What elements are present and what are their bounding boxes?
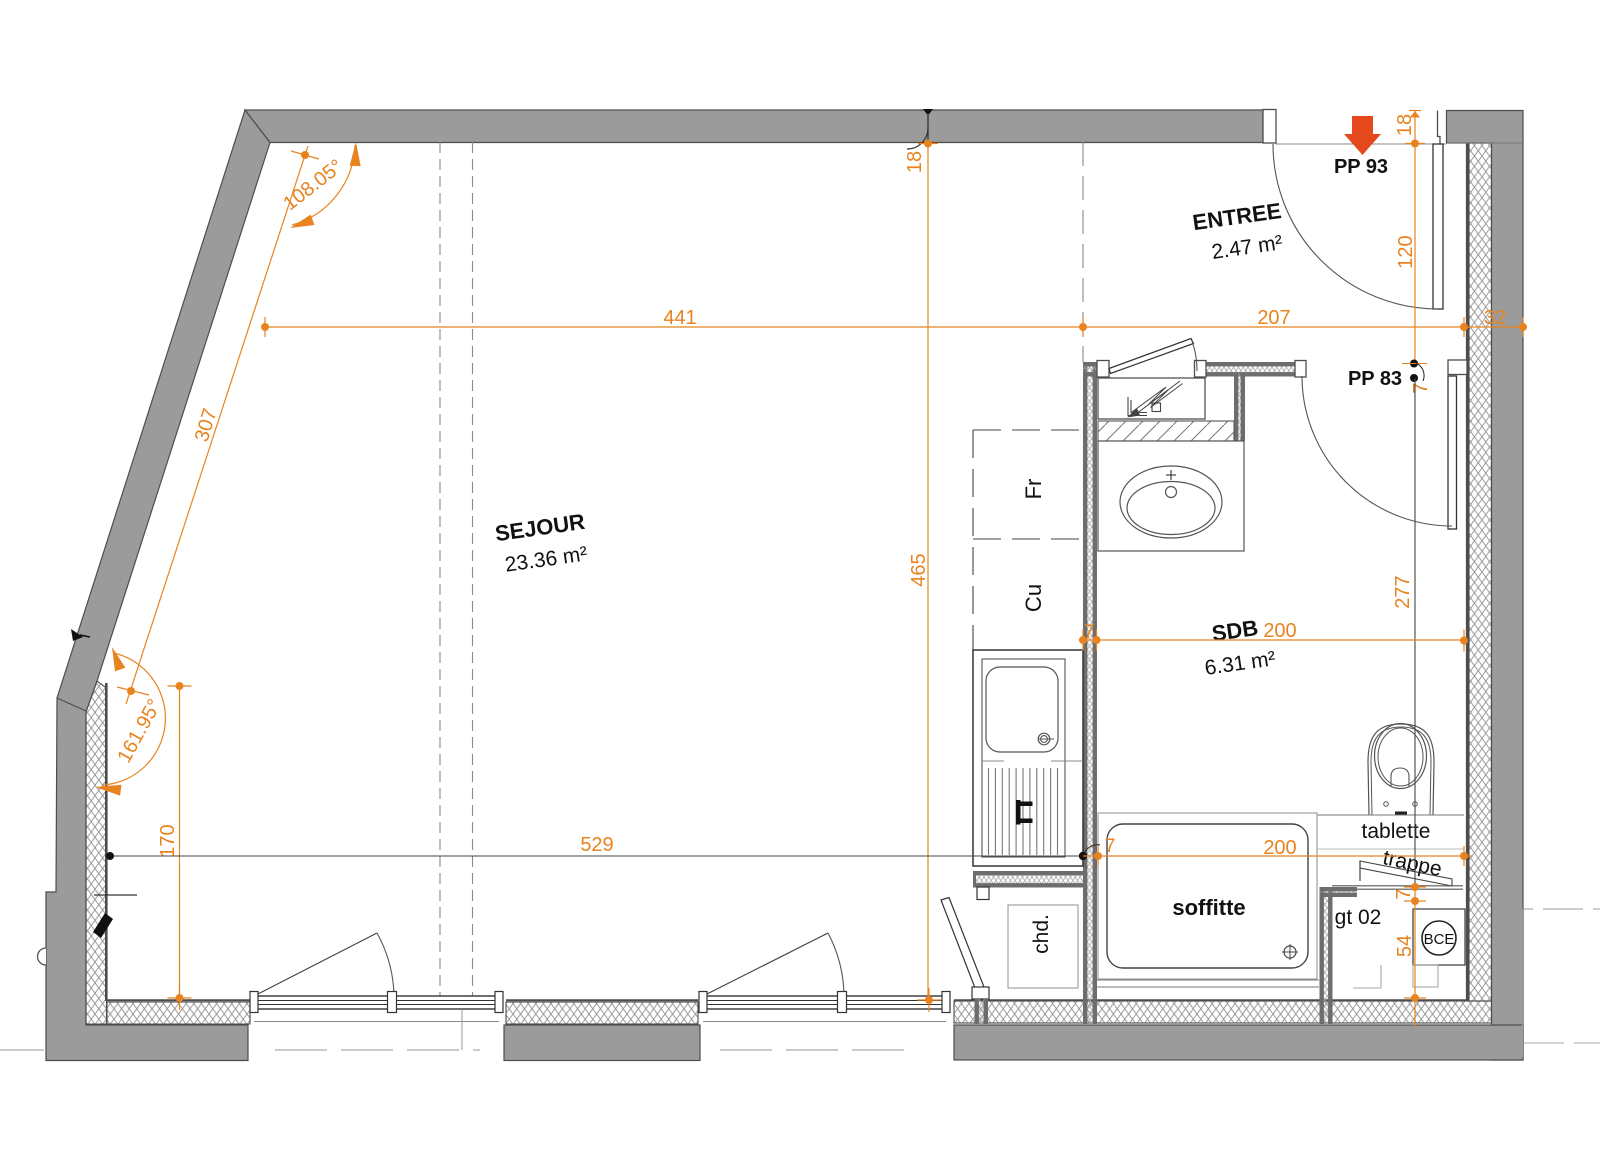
svg-text:7: 7 (1084, 622, 1095, 643)
svg-text:soffitte: soffitte (1172, 895, 1245, 920)
svg-text:PP 83: PP 83 (1348, 368, 1402, 390)
svg-text:120: 120 (1395, 235, 1417, 268)
svg-text:PP 93: PP 93 (1334, 156, 1388, 178)
svg-text:Cu: Cu (1021, 584, 1046, 612)
svg-text:tablette: tablette (1362, 820, 1431, 843)
svg-text:chd.: chd. (1030, 914, 1053, 954)
svg-text:200: 200 (1263, 620, 1296, 642)
svg-text:32: 32 (1484, 307, 1506, 329)
svg-text:7: 7 (1410, 382, 1432, 393)
svg-text:54: 54 (1394, 935, 1416, 957)
svg-text:529: 529 (580, 834, 613, 856)
svg-text:Fr: Fr (1021, 479, 1046, 500)
svg-text:7: 7 (1105, 836, 1116, 857)
svg-text:207: 207 (1257, 307, 1290, 329)
svg-text:gt 02: gt 02 (1335, 906, 1382, 929)
svg-text:441: 441 (663, 307, 696, 329)
svg-text:18: 18 (904, 151, 926, 173)
svg-text:7: 7 (1393, 888, 1415, 899)
svg-text:465: 465 (908, 553, 930, 586)
svg-text:277: 277 (1392, 575, 1414, 608)
svg-text:200: 200 (1263, 837, 1296, 859)
svg-text:18: 18 (1394, 114, 1416, 136)
svg-text:170: 170 (157, 824, 179, 857)
svg-text:BCE: BCE (1424, 931, 1455, 948)
